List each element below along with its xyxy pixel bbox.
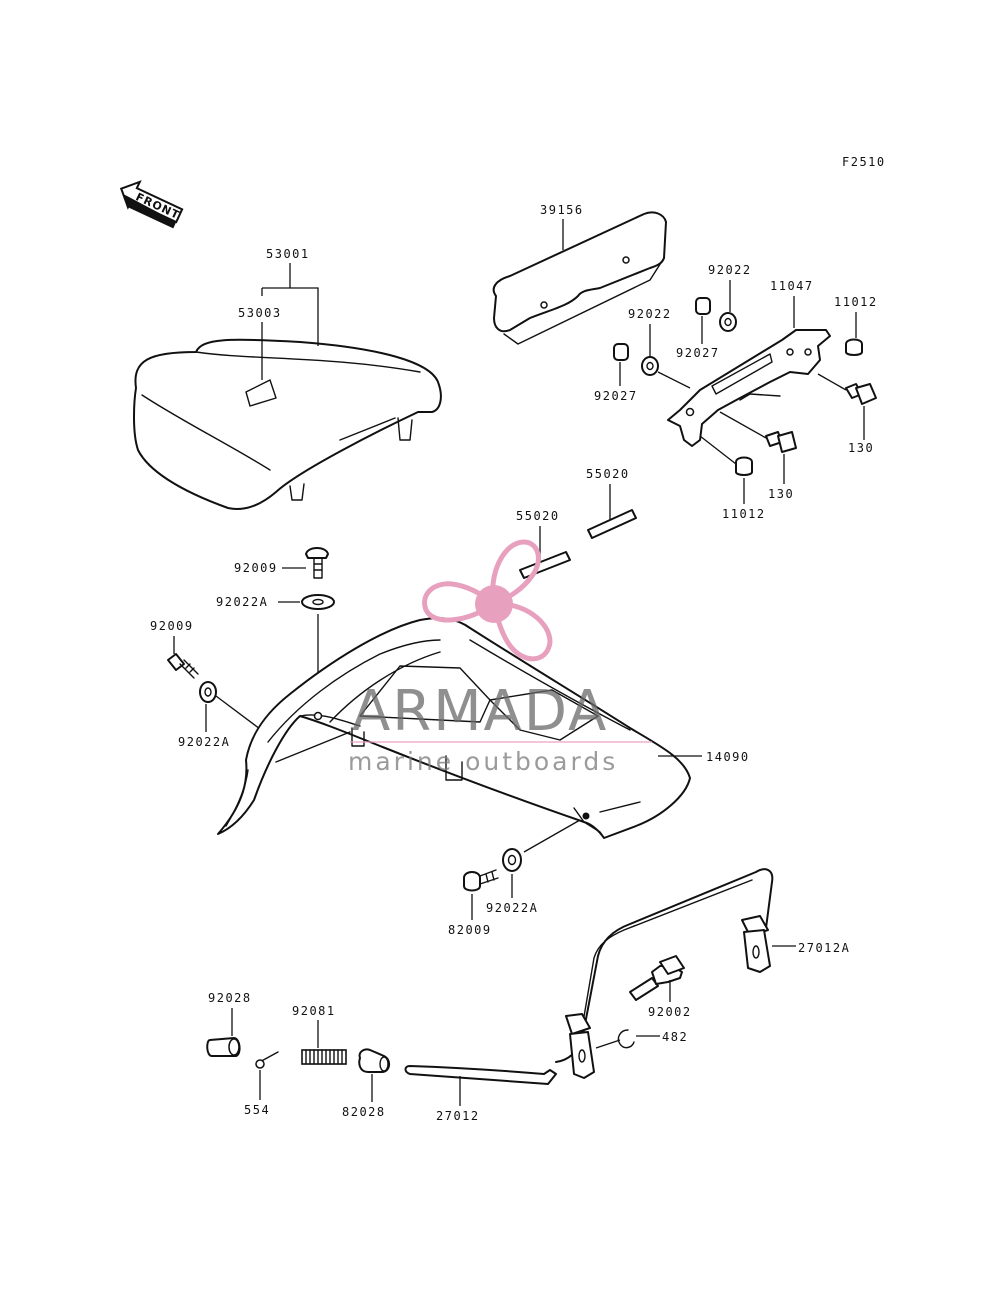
callout-label: 27012A <box>798 941 850 955</box>
spring-part <box>301 1049 347 1065</box>
bolt-part <box>765 383 877 453</box>
leader-line <box>699 435 745 504</box>
callout-label: 92027 <box>594 389 638 403</box>
callout-label: 92022A <box>216 595 268 609</box>
pin-part <box>255 1051 279 1069</box>
callout-label: 55020 <box>586 467 630 481</box>
callout-label: 92022A <box>486 901 538 915</box>
callout-label: 53001 <box>266 247 310 261</box>
callout-label: 39156 <box>540 203 584 217</box>
leader-line <box>649 324 691 389</box>
callout-label: 53003 <box>238 306 282 320</box>
cap-part <box>735 338 863 476</box>
bracket-part <box>667 329 831 447</box>
callout-label: 82009 <box>448 923 492 937</box>
leader-line <box>719 411 785 484</box>
rod-part <box>404 1065 557 1085</box>
callout-label: 11047 <box>770 279 814 293</box>
pad-part <box>492 211 667 345</box>
callout-label: 11012 <box>722 507 766 521</box>
collar-part <box>358 1048 390 1073</box>
seat-part <box>133 338 442 510</box>
rear-cowl-part <box>217 617 691 839</box>
figure-code: F2510 <box>842 155 886 169</box>
callout-label: 92022 <box>628 307 672 321</box>
bolt-part <box>629 955 685 1001</box>
callout-label: 92009 <box>234 561 278 575</box>
callout-label: 92081 <box>292 1004 336 1018</box>
callout-label: 92022A <box>178 735 230 749</box>
leader-line <box>261 263 319 346</box>
watermark-tagline: marine outboards <box>348 747 618 776</box>
callout-label: 11012 <box>834 295 878 309</box>
washer-part <box>199 594 335 703</box>
leader-line <box>817 373 865 440</box>
callout-label: 14090 <box>706 750 750 764</box>
callout-label: 130 <box>848 441 874 455</box>
callout-label: 130 <box>768 487 794 501</box>
callout-label: 92022 <box>708 263 752 277</box>
callout-label: 27012 <box>436 1109 480 1123</box>
circlip-part <box>617 1029 635 1049</box>
callout-label: 55020 <box>516 509 560 523</box>
propeller-logo-icon <box>422 539 553 662</box>
callout-label: 92009 <box>150 619 194 633</box>
screw-part <box>167 547 329 679</box>
callout-label: 92028 <box>208 991 252 1005</box>
leader-line <box>523 819 581 853</box>
callout-label: 92002 <box>648 1005 692 1019</box>
brand-watermark: ARMADA marine outboards <box>348 539 652 776</box>
collar-part <box>613 297 711 361</box>
screw-part <box>463 869 499 892</box>
callout-label: 82028 <box>342 1105 386 1119</box>
callout-label: 482 <box>662 1030 688 1044</box>
callout-label: 554 <box>244 1103 270 1117</box>
watermark-brand: ARMADA <box>352 679 608 744</box>
washer-part <box>502 848 522 872</box>
callout-label: 92027 <box>676 346 720 360</box>
front-arrow-icon: FRONT <box>119 180 184 229</box>
washer-part <box>641 312 737 376</box>
leader-line <box>595 1035 660 1049</box>
leader-line <box>205 695 265 733</box>
collar-part <box>206 1037 241 1057</box>
